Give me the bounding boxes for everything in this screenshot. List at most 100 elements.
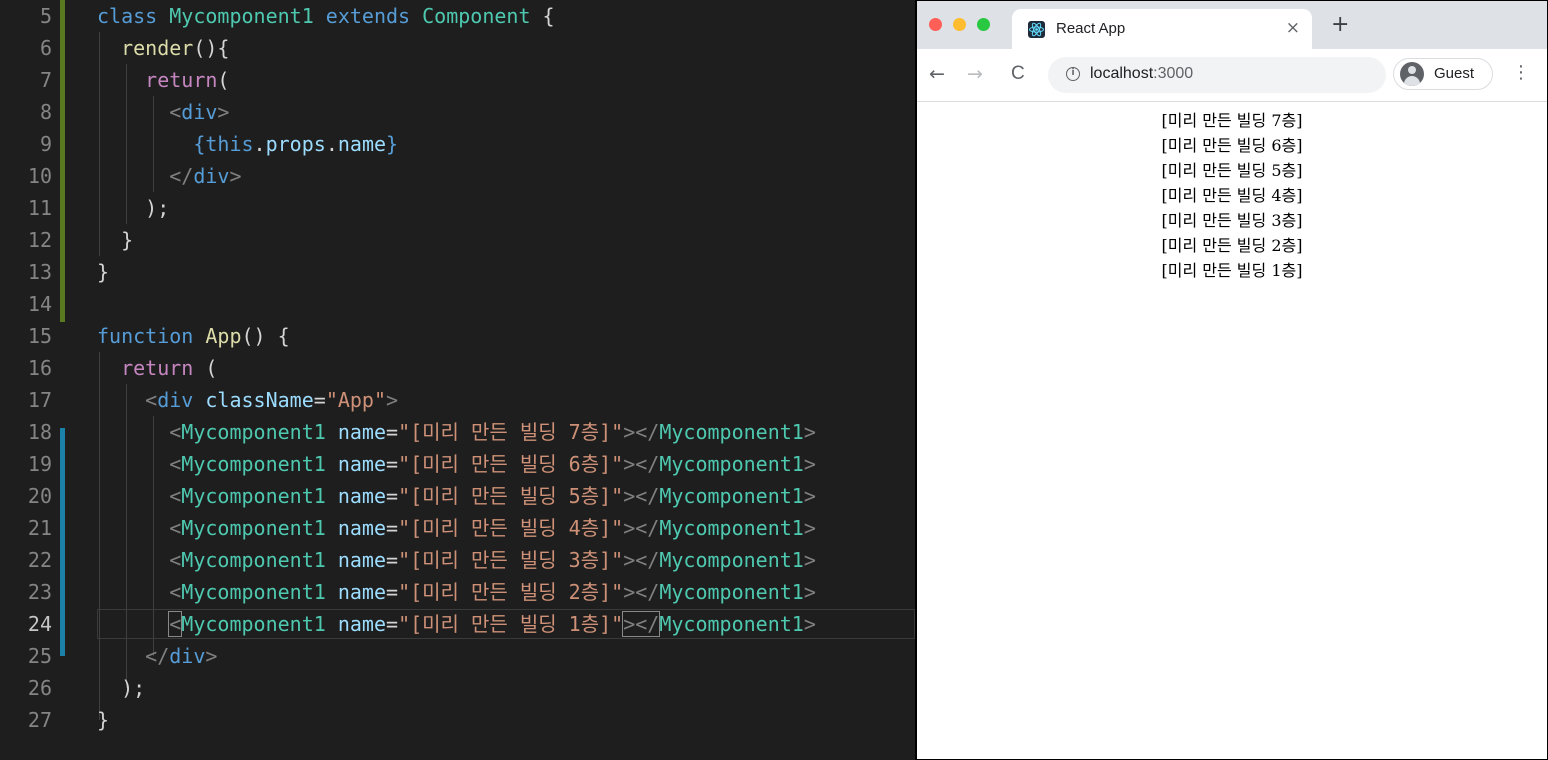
- line-number: 15: [27, 324, 52, 348]
- code-text: return(: [97, 64, 229, 96]
- code-line[interactable]: 25 </div>: [0, 640, 915, 672]
- code-line[interactable]: 13}: [0, 256, 915, 288]
- added-lines-bar: [60, 428, 65, 656]
- more-options-icon[interactable]: ⋮: [1512, 62, 1530, 83]
- zoom-window-button[interactable]: [977, 18, 990, 31]
- code-token: [97, 580, 169, 604]
- code-token: [97, 68, 145, 92]
- code-token: Mycomponent1: [659, 484, 804, 508]
- code-line[interactable]: 21 <Mycomponent1 name="[미리 만든 빌딩 4층]"></…: [0, 512, 915, 544]
- code-token: Mycomponent1: [181, 420, 338, 444]
- code-token: Mycomponent1: [659, 580, 804, 604]
- code-text: </div>: [97, 160, 241, 192]
- code-token: Mycomponent1: [659, 612, 804, 636]
- profile-button[interactable]: Guest: [1393, 58, 1493, 90]
- code-line[interactable]: 7 return(: [0, 64, 915, 96]
- tab-title: React App: [1056, 20, 1126, 37]
- code-token: <: [169, 580, 182, 604]
- code-line[interactable]: 27}: [0, 704, 915, 736]
- code-token: name: [337, 132, 387, 156]
- back-arrow-icon[interactable]: ←: [929, 63, 945, 85]
- code-token: </: [169, 164, 194, 188]
- code-token: ></: [623, 516, 660, 540]
- component-output: [미리 만든 빌딩 6층]: [1161, 136, 1303, 155]
- line-number: 20: [27, 484, 52, 508]
- url-port: :3000: [1153, 65, 1194, 82]
- code-line[interactable]: 22 <Mycomponent1 name="[미리 만든 빌딩 3층]"></…: [0, 544, 915, 576]
- code-line[interactable]: 17 <div className="App">: [0, 384, 915, 416]
- code-token: [97, 548, 169, 572]
- tab-strip: React App × +: [917, 1, 1547, 49]
- code-line[interactable]: 26 );: [0, 672, 915, 704]
- code-token: App: [205, 324, 242, 348]
- code-token: }: [97, 228, 134, 252]
- line-number: 26: [27, 676, 52, 700]
- code-line[interactable]: 14: [0, 288, 915, 320]
- code-line[interactable]: 24 <Mycomponent1 name="[미리 만든 빌딩 1층]"></…: [0, 608, 915, 640]
- code-line[interactable]: 16 return (: [0, 352, 915, 384]
- code-token: [97, 388, 145, 412]
- component-output: [미리 만든 빌딩 1층]: [1161, 261, 1303, 280]
- code-token: >: [386, 388, 399, 412]
- code-token: <: [169, 100, 182, 124]
- browser-toolbar: ← → C i localhost:3000 Guest ⋮: [917, 49, 1547, 102]
- code-token: <: [169, 484, 182, 508]
- code-line[interactable]: 12 }: [0, 224, 915, 256]
- guest-avatar-icon: [1400, 62, 1424, 86]
- code-text: );: [97, 192, 169, 224]
- line-number: 7: [39, 68, 52, 92]
- code-token: <: [169, 452, 182, 476]
- code-line[interactable]: 9 {this.props.name}: [0, 128, 915, 160]
- code-token: div: [169, 644, 206, 668]
- reload-icon[interactable]: C: [1011, 63, 1025, 84]
- line-number: 19: [27, 452, 52, 476]
- code-token: Mycomponent1: [181, 516, 338, 540]
- code-token: {: [542, 4, 555, 28]
- code-token: <: [145, 388, 158, 412]
- code-token: >: [205, 644, 218, 668]
- line-number: 5: [39, 4, 52, 28]
- new-tab-button[interactable]: +: [1331, 12, 1350, 37]
- code-token: [97, 516, 169, 540]
- code-text: <Mycomponent1 name="[미리 만든 빌딩 2층]"></Myc…: [97, 576, 816, 608]
- indent-guide: [153, 416, 154, 656]
- code-token: =: [386, 548, 399, 572]
- close-window-button[interactable]: [929, 18, 942, 31]
- code-token: }: [97, 708, 110, 732]
- code-token: div: [181, 100, 218, 124]
- rendered-components: [미리 만든 빌딩 7층][미리 만든 빌딩 6층][미리 만든 빌딩 5층][…: [917, 108, 1547, 283]
- code-line[interactable]: 6 render(){: [0, 32, 915, 64]
- code-token: >: [803, 484, 816, 508]
- code-token: );: [97, 196, 170, 220]
- info-icon[interactable]: i: [1066, 67, 1080, 81]
- forward-arrow-icon[interactable]: →: [967, 63, 983, 85]
- minimize-window-button[interactable]: [953, 18, 966, 31]
- code-token: [97, 132, 193, 156]
- code-token: .: [253, 132, 266, 156]
- code-token: name: [337, 420, 387, 444]
- code-token: "[미리 만든 빌딩 1층]": [398, 612, 624, 636]
- code-token: {: [193, 132, 206, 156]
- code-token: =: [386, 484, 399, 508]
- code-line[interactable]: 10 </div>: [0, 160, 915, 192]
- code-token: =: [386, 420, 399, 444]
- line-number: 25: [27, 644, 52, 668]
- tab-react-app[interactable]: React App ×: [1012, 9, 1312, 49]
- code-token: >: [803, 612, 816, 636]
- address-bar[interactable]: i localhost:3000: [1048, 57, 1386, 93]
- close-tab-icon[interactable]: ×: [1285, 18, 1300, 38]
- code-token: name: [337, 484, 387, 508]
- code-token: div: [193, 164, 230, 188]
- code-token: =: [386, 612, 399, 636]
- code-line[interactable]: 20 <Mycomponent1 name="[미리 만든 빌딩 5층]"></…: [0, 480, 915, 512]
- code-line[interactable]: 8 <div>: [0, 96, 915, 128]
- code-line[interactable]: 11 );: [0, 192, 915, 224]
- code-token: (){: [193, 36, 230, 60]
- line-number: 18: [27, 420, 52, 444]
- code-line[interactable]: 19 <Mycomponent1 name="[미리 만든 빌딩 6층]"></…: [0, 448, 915, 480]
- code-line[interactable]: 18 <Mycomponent1 name="[미리 만든 빌딩 7층]"></…: [0, 416, 915, 448]
- code-line[interactable]: 23 <Mycomponent1 name="[미리 만든 빌딩 2층]"></…: [0, 576, 915, 608]
